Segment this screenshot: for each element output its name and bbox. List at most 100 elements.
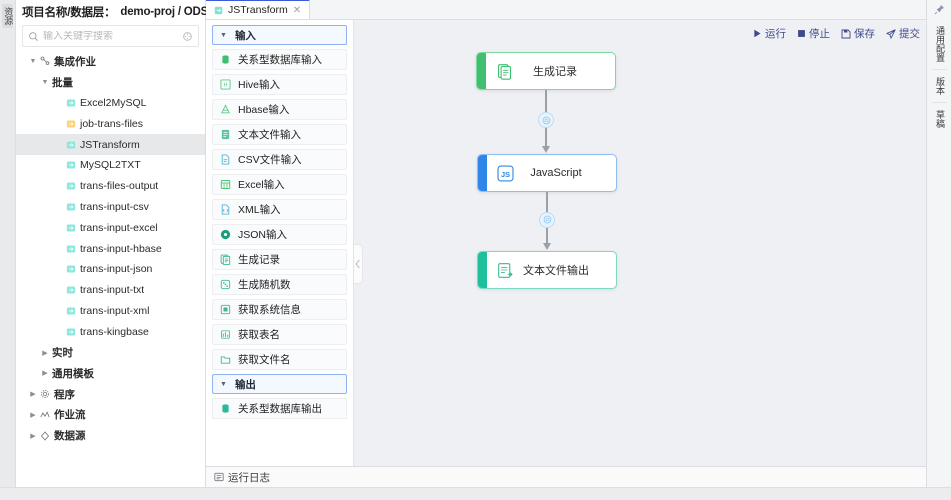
chevron-down-icon[interactable]: ▼ bbox=[41, 78, 49, 86]
chevron-down-icon[interactable]: ▼ bbox=[29, 57, 37, 65]
chevron-right-icon[interactable]: ▶ bbox=[42, 349, 48, 357]
connector-badge-hop-icon[interactable] bbox=[538, 112, 554, 128]
tree-item-集成作业[interactable]: ▼集成作业 bbox=[16, 51, 205, 72]
tree-item-label: trans-input-xml bbox=[80, 304, 150, 317]
palette-item-generate-record[interactable]: 生成记录 bbox=[212, 249, 347, 270]
palette-item-text-file[interactable]: 文本文件输入 bbox=[212, 124, 347, 145]
search-input[interactable] bbox=[43, 30, 178, 42]
right-rail-item-version[interactable]: 版本 bbox=[934, 77, 945, 95]
chevron-right-icon[interactable]: ▶ bbox=[30, 432, 36, 440]
generate-record-icon bbox=[219, 253, 232, 266]
tree-item-程序[interactable]: ▶程序 bbox=[16, 384, 205, 405]
palette-item-file-name[interactable]: 获取文件名 bbox=[212, 349, 347, 370]
tree-item-数据源[interactable]: ▶ 数据源 bbox=[16, 425, 205, 446]
palette-collapse-handle[interactable] bbox=[354, 244, 363, 284]
tree-item-trans-kingbase[interactable]: trans-kingbase bbox=[16, 321, 205, 342]
random-number-icon bbox=[219, 278, 232, 291]
trans-icon bbox=[64, 160, 77, 170]
submit-button[interactable]: 提交 bbox=[886, 26, 920, 41]
palette-item-table-name[interactable]: 获取表名 bbox=[212, 324, 347, 345]
palette-item-database-input[interactable]: 关系型数据库输入 bbox=[212, 49, 347, 70]
palette-item-system-info[interactable]: 获取系统信息 bbox=[212, 299, 347, 320]
left-rail: 资源 bbox=[0, 0, 16, 487]
flow-node-n3[interactable]: 文本文件输出 bbox=[477, 251, 617, 289]
node-accent-bar bbox=[478, 252, 487, 288]
tree-item-jstransform[interactable]: JSTransform bbox=[16, 134, 205, 155]
palette-item-hbase[interactable]: Hbase输入 bbox=[212, 99, 347, 120]
close-icon[interactable]: ✕ bbox=[292, 4, 302, 16]
tree-item-excel2mysql[interactable]: Excel2MySQL bbox=[16, 93, 205, 114]
palette-item-database-output[interactable]: 关系型数据库输出 bbox=[212, 398, 347, 419]
tree-item-job-trans-files[interactable]: job-trans-files bbox=[16, 113, 205, 134]
palette-item-json[interactable]: JSON输入 bbox=[212, 224, 347, 245]
palette-item-random-number[interactable]: 生成随机数 bbox=[212, 274, 347, 295]
palette-item-label: Hbase输入 bbox=[238, 104, 290, 116]
job-node-icon bbox=[38, 56, 51, 66]
stop-button[interactable]: 停止 bbox=[797, 26, 830, 41]
rail-tab-resources[interactable]: 资源 bbox=[1, 4, 14, 28]
tree-item-label: trans-input-csv bbox=[80, 200, 149, 213]
tree-item-作业流[interactable]: ▶作业流 bbox=[16, 405, 205, 426]
stop-icon bbox=[797, 29, 806, 38]
chevron-right-icon[interactable]: ▶ bbox=[30, 411, 36, 419]
trans-icon bbox=[64, 306, 77, 316]
log-icon bbox=[214, 472, 224, 482]
tree-item-trans-files-output[interactable]: trans-files-output bbox=[16, 176, 205, 197]
palette-item-excel[interactable]: Excel输入 bbox=[212, 174, 347, 195]
palette-group-label: 输入 bbox=[234, 29, 256, 42]
tree-item-通用模板[interactable]: ▶通用模板 bbox=[16, 363, 205, 384]
divider bbox=[931, 102, 947, 103]
svg-text:H: H bbox=[224, 83, 228, 89]
flow-canvas[interactable]: 运行 停止 保存 bbox=[354, 20, 926, 466]
palette-item-csv-file[interactable]: CSV文件输入 bbox=[212, 149, 347, 170]
tree-item-label: 数据源 bbox=[54, 430, 86, 443]
right-rail-item-draft[interactable]: 草稿 bbox=[934, 110, 945, 128]
palette-item-label: 生成随机数 bbox=[238, 279, 291, 291]
connector-badge-hop-icon[interactable] bbox=[539, 211, 555, 228]
palette-item-label: 关系型数据库输出 bbox=[238, 403, 322, 415]
node-label: JavaScript bbox=[530, 167, 582, 179]
tree-item-批量[interactable]: ▼批量 bbox=[16, 72, 205, 93]
flow-node-n1[interactable]: 生成记录 bbox=[476, 52, 616, 90]
tree-item-实时[interactable]: ▶实时 bbox=[16, 342, 205, 363]
tree-item-trans-input-hbase[interactable]: trans-input-hbase bbox=[16, 238, 205, 259]
stop-button-label: 停止 bbox=[809, 28, 830, 40]
tree-item-trans-input-xml[interactable]: trans-input-xml bbox=[16, 301, 205, 322]
database-output-icon bbox=[219, 402, 232, 415]
tree-item-label: trans-input-txt bbox=[80, 284, 145, 297]
node-label: 生成记录 bbox=[533, 66, 577, 78]
right-rail-item-general-config[interactable]: 通用配置 bbox=[934, 26, 945, 62]
run-log-bar[interactable]: 运行日志 bbox=[206, 466, 926, 487]
palette-item-xml-file[interactable]: XML输入 bbox=[212, 199, 347, 220]
save-button[interactable]: 保存 bbox=[841, 26, 875, 41]
chevron-right-icon[interactable]: ▶ bbox=[42, 370, 48, 378]
datasource-icon bbox=[38, 431, 51, 441]
play-icon bbox=[753, 29, 762, 38]
palette-group-output[interactable]: ▼输出 bbox=[212, 374, 347, 394]
pin-icon[interactable] bbox=[934, 4, 945, 17]
tree-item-mysql2txt[interactable]: MySQL2TXT bbox=[16, 155, 205, 176]
tree-item-trans-input-json[interactable]: trans-input-json bbox=[16, 259, 205, 280]
tab-jstransform[interactable]: JSTransform ✕ bbox=[206, 0, 311, 19]
tree-item-trans-input-excel[interactable]: trans-input-excel bbox=[16, 217, 205, 238]
node-accent-bar bbox=[477, 53, 486, 89]
palette-item-label: 生成记录 bbox=[238, 254, 280, 266]
trans-icon bbox=[64, 181, 77, 191]
json-icon bbox=[219, 228, 232, 241]
run-button[interactable]: 运行 bbox=[753, 26, 786, 41]
js-icon: JS bbox=[494, 162, 516, 184]
palette-group-input[interactable]: ▼输入 bbox=[212, 25, 347, 45]
tree-item-trans-input-csv[interactable]: trans-input-csv bbox=[16, 197, 205, 218]
tree-item-trans-input-txt[interactable]: trans-input-txt bbox=[16, 280, 205, 301]
search-row[interactable] bbox=[22, 25, 199, 47]
palette-item-label: Excel输入 bbox=[238, 179, 285, 191]
flow-node-n2[interactable]: JS JavaScript bbox=[477, 154, 617, 192]
chevron-right-icon[interactable]: ▶ bbox=[30, 391, 36, 399]
csv-file-icon bbox=[219, 153, 232, 166]
palette-item-label: 获取系统信息 bbox=[238, 304, 301, 316]
trans-icon bbox=[64, 223, 77, 233]
refresh-icon[interactable] bbox=[182, 31, 193, 42]
